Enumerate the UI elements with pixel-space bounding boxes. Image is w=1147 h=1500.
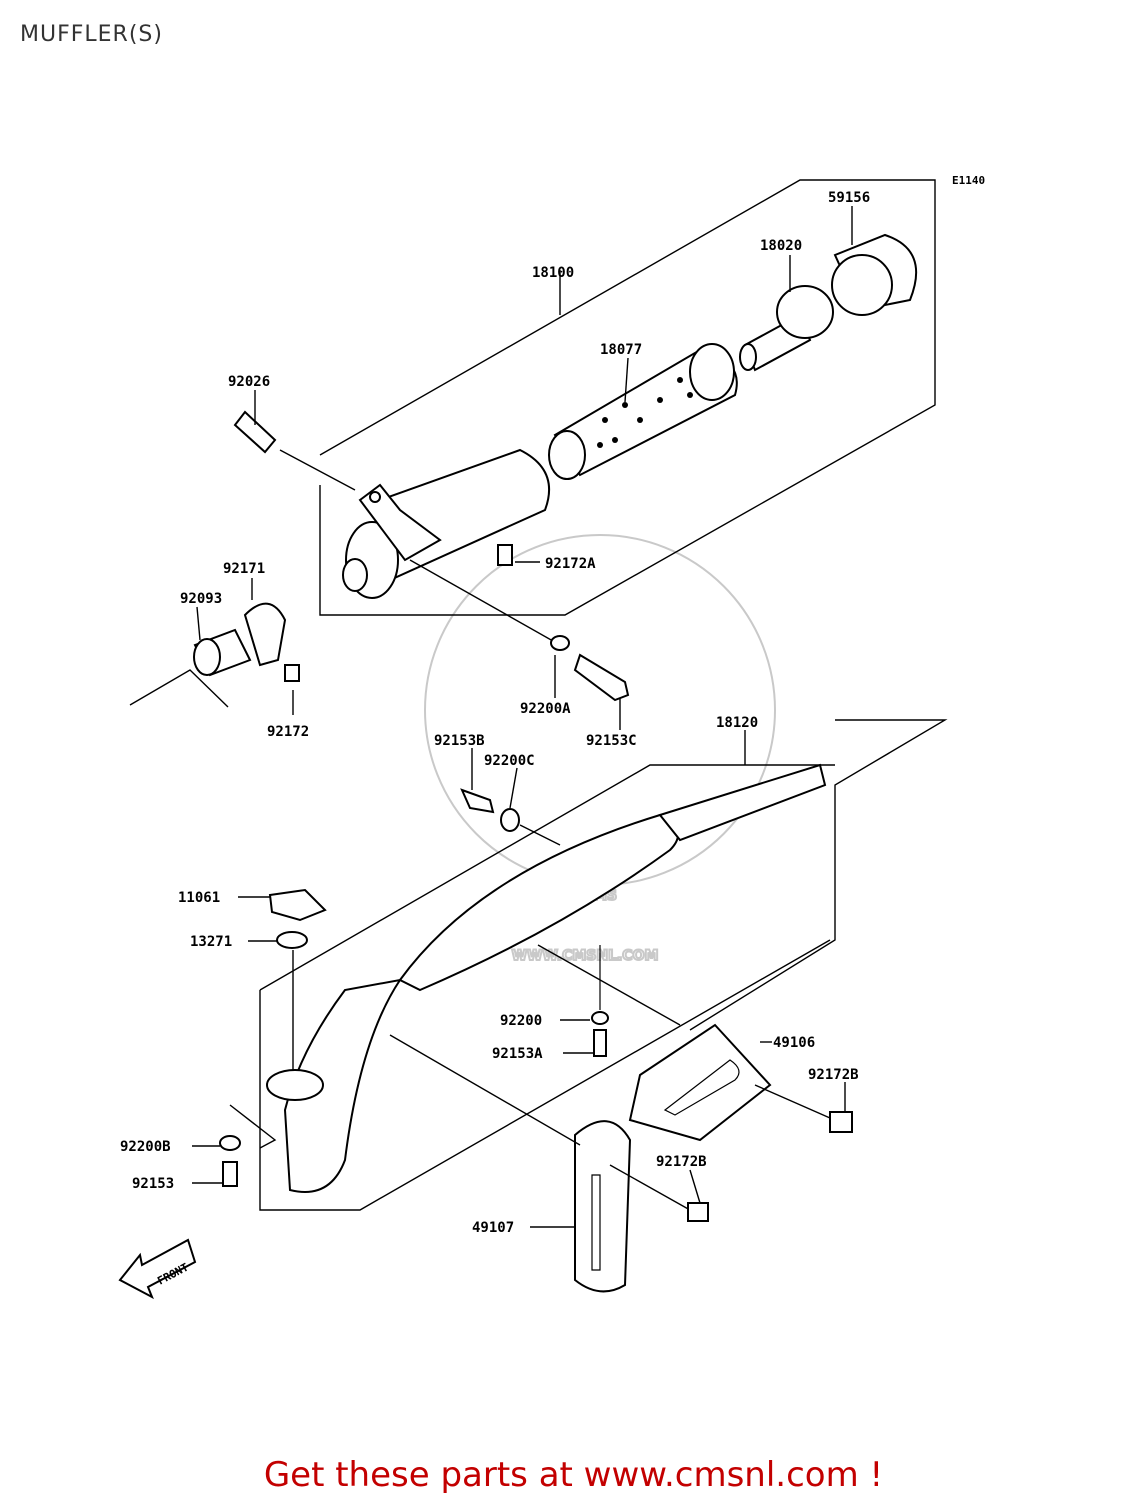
label-92172b-2: 92172B xyxy=(656,1154,707,1170)
label-92200: 92200 xyxy=(500,1013,542,1029)
perforated-pipe xyxy=(548,343,738,480)
label-92153b: 92153B xyxy=(434,733,485,749)
watermark: CMS WWW.CMSNL.COM xyxy=(424,534,776,965)
washer-bolt-92153c xyxy=(409,559,630,702)
gasket-and-ring xyxy=(266,888,327,1101)
page-title: MUFFLER(S) xyxy=(20,22,163,47)
label-18100: 18100 xyxy=(532,265,574,281)
label-92093: 92093 xyxy=(180,591,222,607)
watermark-url: WWW.CMSNL.COM xyxy=(512,948,659,964)
heat-guard-49107 xyxy=(389,1034,709,1293)
label-49107: 49107 xyxy=(472,1220,514,1236)
muffler-body xyxy=(342,448,550,599)
label-18120: 18120 xyxy=(716,715,758,731)
muffler-group-outline xyxy=(319,179,936,616)
label-92153: 92153 xyxy=(132,1176,174,1192)
washer-bolt-92153 xyxy=(219,1104,277,1187)
label-13271: 13271 xyxy=(190,934,232,950)
chamber-group-outline xyxy=(259,719,948,1211)
part-labels: E1140 59156 18020 18100 18077 92026 9217… xyxy=(120,174,985,1236)
washer-bolt-92153a xyxy=(537,944,681,1057)
label-92171: 92171 xyxy=(223,561,265,577)
leader-lines xyxy=(192,206,853,1228)
label-11061: 11061 xyxy=(178,890,220,906)
label-92200b: 92200B xyxy=(120,1139,171,1155)
expansion-chamber xyxy=(283,763,827,1193)
label-49106: 49106 xyxy=(773,1035,815,1051)
label-92026: 92026 xyxy=(228,374,270,390)
tail-pipe xyxy=(739,285,834,372)
clamp-and-damper xyxy=(129,602,300,708)
diagram-code: E1140 xyxy=(952,174,985,187)
label-59156: 59156 xyxy=(828,190,870,206)
label-92172a: 92172A xyxy=(545,556,596,572)
label-18020: 18020 xyxy=(760,238,802,254)
label-92200c: 92200C xyxy=(484,753,535,769)
collar xyxy=(233,410,356,491)
bolt-92172a xyxy=(497,544,513,566)
label-92172: 92172 xyxy=(267,724,309,740)
front-arrow: FRONT xyxy=(118,1238,197,1300)
label-92153c: 92153C xyxy=(586,733,637,749)
end-cap xyxy=(831,233,918,316)
bolt-92153b-washer-92200c xyxy=(460,788,561,846)
label-92153a: 92153A xyxy=(492,1046,543,1062)
label-92200a: 92200A xyxy=(520,701,571,717)
label-92172b-1: 92172B xyxy=(808,1067,859,1083)
label-18077: 18077 xyxy=(600,342,642,358)
footer-link-text[interactable]: Get these parts at www.cmsnl.com ! xyxy=(263,1455,884,1495)
heat-guard-49106 xyxy=(628,1023,853,1142)
